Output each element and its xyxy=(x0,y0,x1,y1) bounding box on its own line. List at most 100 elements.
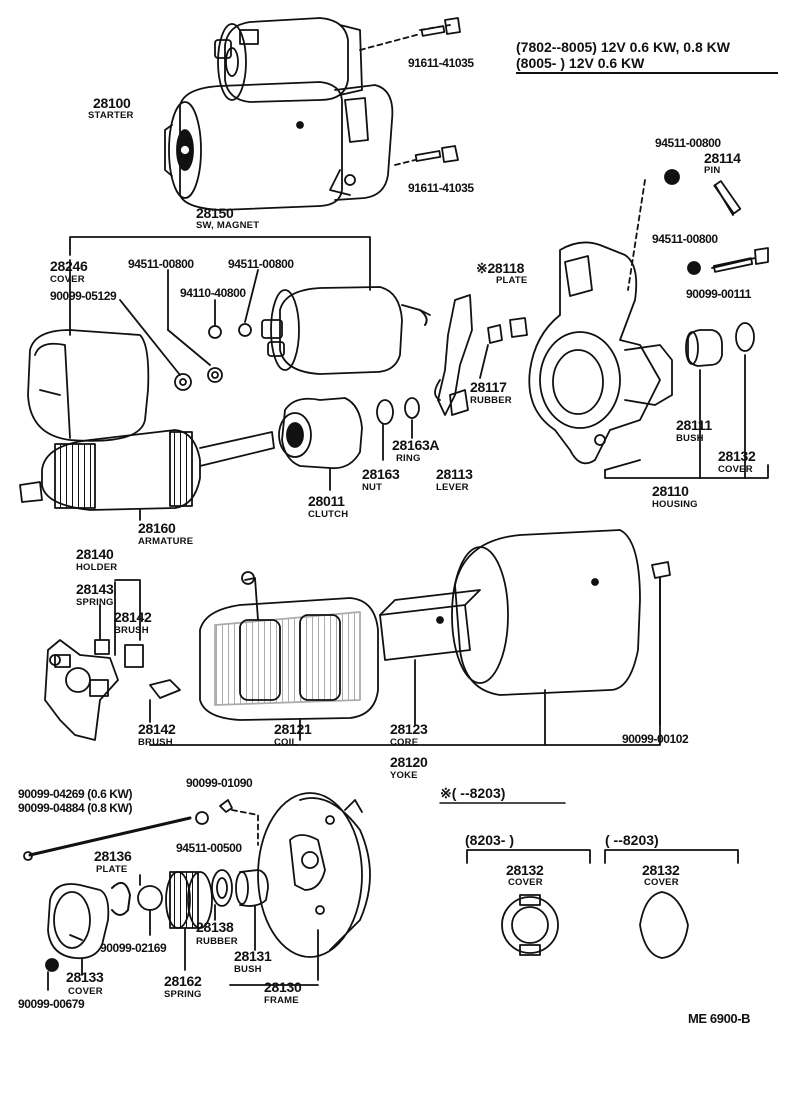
part-number-90099-01090: 90099-01090 xyxy=(186,776,253,790)
part-number-28113: 28113 xyxy=(436,466,473,482)
part-name-clutch: CLUTCH xyxy=(308,509,349,520)
part-name-plate-28118: PLATE xyxy=(496,275,528,286)
cover-variant-1-drawing xyxy=(501,894,559,956)
part-name-cover-28132-a: COVER xyxy=(718,464,753,475)
part-number-94511-b: 94511-00800 xyxy=(228,257,294,271)
part-name-yoke: YOKE xyxy=(390,770,418,781)
sw-magnet-bracket xyxy=(69,236,371,291)
part-number-28131: 28131 xyxy=(234,948,272,964)
part-number-91611-a: 91611-41035 xyxy=(408,56,474,70)
part-name-starter: STARTER xyxy=(88,110,134,121)
part-number-90099-00679: 90099-00679 xyxy=(18,997,85,1011)
part-name-cover-28133: COVER xyxy=(68,986,103,997)
spec-line-1: (7802--8005) 12V 0.6 KW, 0.8 KW xyxy=(516,39,730,55)
part-number-28123: 28123 xyxy=(390,721,428,737)
part-name-ring: RING xyxy=(396,453,421,464)
part-name-holder: HOLDER xyxy=(76,562,118,573)
part-name-nut: NUT xyxy=(362,482,383,493)
part-name-cover-28246: COVER xyxy=(50,274,85,285)
part-number-28142-a: 28142 xyxy=(114,609,152,625)
inset-left-range: (8203- ) xyxy=(465,832,515,848)
housing-drawing xyxy=(528,179,673,465)
part-number-28143: 28143 xyxy=(76,581,114,597)
field-coil-drawing xyxy=(199,571,379,721)
brush-holder-drawing xyxy=(44,639,181,741)
part-number-90099-02169: 90099-02169 xyxy=(100,941,167,955)
footnote-marker: ※ xyxy=(476,260,488,276)
part-number-94511-c: 94511-00800 xyxy=(655,136,721,150)
part-number-28150: 28150 xyxy=(196,205,234,221)
inset-left-cover-name: COVER xyxy=(508,877,543,888)
spec-line-2: (8005- ) 12V 0.6 KW xyxy=(516,55,645,71)
yoke-drawing xyxy=(451,529,641,696)
part-name-spring-28162: SPRING xyxy=(164,989,202,1000)
cover-variant-2-drawing xyxy=(639,891,689,959)
inset-right-cover-number: 28132 xyxy=(642,862,680,878)
part-name-bush-28131: BUSH xyxy=(234,964,262,975)
part-number-28140: 28140 xyxy=(76,546,114,562)
armature-drawing xyxy=(19,429,275,521)
part-number-28136: 28136 xyxy=(94,848,132,864)
part-number-94110: 94110-40800 xyxy=(180,286,246,300)
part-number-90099-04269: 90099-04269 (0.6 KW) xyxy=(18,787,133,801)
part-name-core: CORE xyxy=(390,737,419,748)
part-number-94511-00500: 94511-00500 xyxy=(176,841,242,855)
footer-reference: ME 6900-B xyxy=(688,1011,751,1026)
part-number-28110: 28110 xyxy=(652,483,689,499)
part-number-28160: 28160 xyxy=(138,520,176,536)
part-number-28163: 28163 xyxy=(362,466,400,482)
part-number-94511-d: 94511-00800 xyxy=(652,232,718,246)
spec-underline xyxy=(516,72,778,74)
inset-right-range: ( --8203) xyxy=(605,832,659,848)
core-drawing xyxy=(379,589,481,661)
inset-title: ※( --8203) xyxy=(440,785,506,801)
part-name-bush-28111: BUSH xyxy=(676,433,704,444)
part-number-94511-a: 94511-00800 xyxy=(128,257,194,271)
part-name-lever: LEVER xyxy=(436,482,469,493)
cover-28246-drawing xyxy=(27,329,150,442)
part-number-28100: 28100 xyxy=(93,95,131,111)
footnote-marker-inset: ※ xyxy=(440,785,452,801)
part-number-28117: 28117 xyxy=(470,379,507,395)
part-name-rubber-28117: RUBBER xyxy=(470,395,512,406)
spring-drawing xyxy=(165,871,213,929)
part-number-28111: 28111 xyxy=(676,417,712,433)
part-number-28130: 28130 xyxy=(264,979,302,995)
part-number-28132-a: 28132 xyxy=(718,448,756,464)
part-number-28142-b: 28142 xyxy=(138,721,176,737)
part-number-28121: 28121 xyxy=(274,721,312,737)
part-number-28011: 28011 xyxy=(308,493,345,509)
part-number-28163A: 28163A xyxy=(392,437,440,453)
lever-drawing xyxy=(434,294,528,416)
part-number-91611-b: 91611-41035 xyxy=(408,181,474,195)
bush-cover-drawing xyxy=(685,322,755,367)
part-number-28138: 28138 xyxy=(196,919,234,935)
part-number-90099-05129: 90099-05129 xyxy=(50,289,117,303)
part-name-brush-a: BRUSH xyxy=(114,625,149,636)
part-name-armature: ARMATURE xyxy=(138,536,194,547)
part-name-housing: HOUSING xyxy=(652,499,698,510)
solenoid-drawing xyxy=(261,286,431,375)
part-number-28118: ※28118 xyxy=(476,260,525,276)
part-number-28114: 28114 xyxy=(704,150,741,166)
part-number-90099-00102: 90099-00102 xyxy=(622,732,689,746)
part-name-pin: PIN xyxy=(704,165,721,176)
part-name-coil: COIL xyxy=(274,737,298,748)
end-cover-28133-drawing xyxy=(47,883,110,960)
part-number-28162: 28162 xyxy=(164,973,202,989)
inset-right-cover-name: COVER xyxy=(644,877,679,888)
part-name-spring-28143: SPRING xyxy=(76,597,114,608)
part-name-frame: FRAME xyxy=(264,995,299,1006)
inset-left-cover-number: 28132 xyxy=(506,862,544,878)
part-number-90099-04884: 90099-04884 (0.8 KW) xyxy=(18,801,133,815)
part-number-28133: 28133 xyxy=(66,969,104,985)
frame-drawing xyxy=(257,792,371,958)
clutch-drawing xyxy=(278,397,420,470)
part-name-rubber-28138: RUBBER xyxy=(196,936,238,947)
part-name-plate-28136: PLATE xyxy=(96,864,128,875)
part-number-28246: 28246 xyxy=(50,258,88,274)
starter-assembly-drawing xyxy=(164,17,461,211)
part-name-brush-b: BRUSH xyxy=(138,737,173,748)
part-number-28120: 28120 xyxy=(390,754,428,770)
